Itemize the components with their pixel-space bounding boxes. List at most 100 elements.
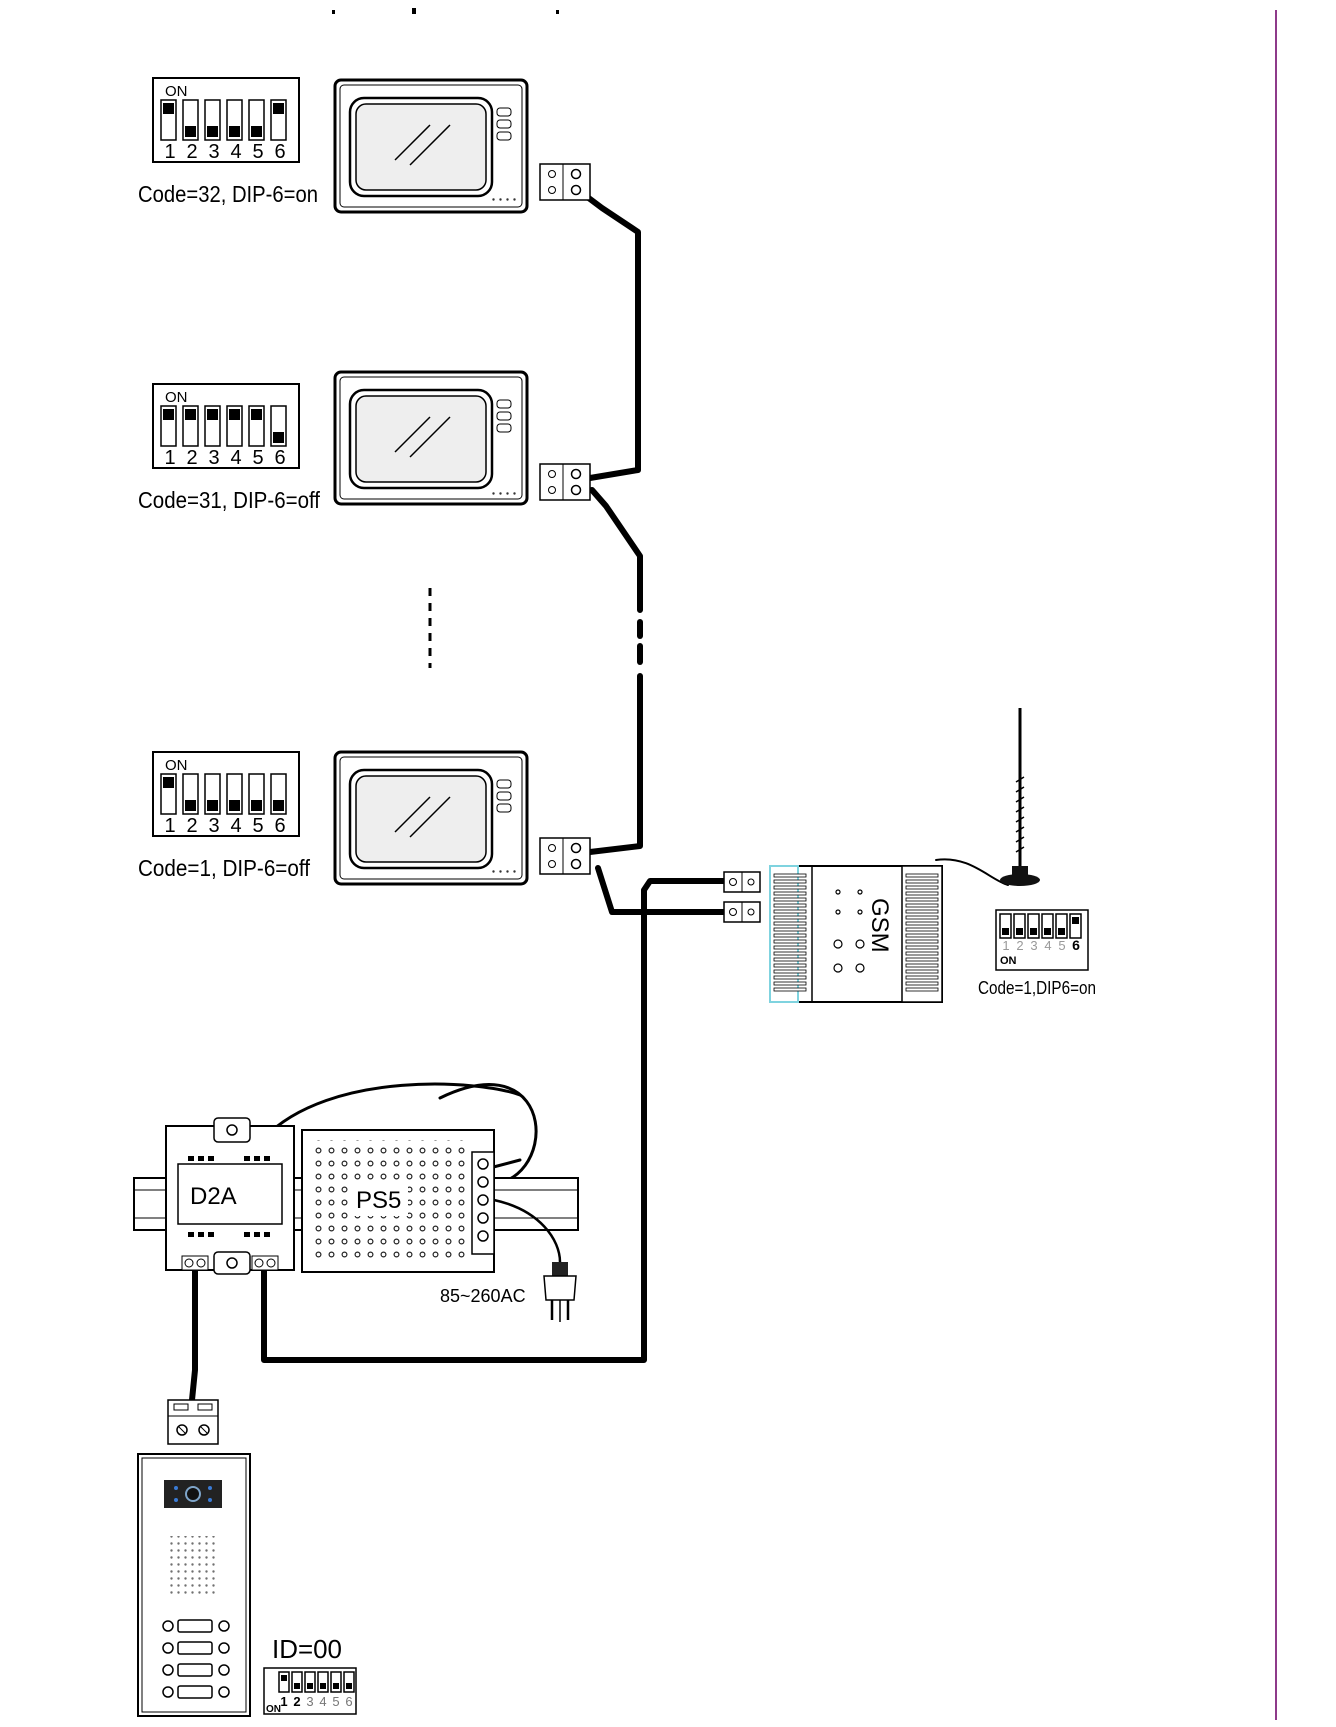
monitor-3-dip-slots [160,773,287,815]
ps5-terminal-block [471,1151,495,1255]
dip-number: 2 [186,447,197,469]
monitor-unit-2 [333,370,591,506]
dip-knob-off [207,126,218,137]
dip-number: 5 [1058,938,1065,953]
dip-number: 2 [186,815,197,837]
heatsink-fin [905,873,939,878]
heatsink-fin [905,933,939,938]
monitor-3-terminal [539,837,591,875]
heatsink-fin [905,915,939,920]
heatsink-fin [773,885,807,890]
heatsink-fin [905,939,939,944]
gsm-left-fins [773,873,807,992]
heatsink-fin [773,945,807,950]
distributor-label: D2A [190,1183,237,1210]
monitor-1-dip-slots [160,99,287,141]
dip-knob-off [320,1683,326,1689]
dip-number: 3 [306,1694,313,1709]
heatsink-fin [773,951,807,956]
gsm-dip-numbers: 1 2 3 4 5 6 [1002,937,1080,953]
monitor-2-dip-numbers: 1 2 3 4 5 6 [164,447,285,469]
heatsink-fin [905,909,939,914]
dip-number: 3 [208,815,219,837]
heatsink-fin [905,975,939,980]
heatsink-fin [905,885,939,890]
dip-number: 4 [230,447,241,469]
top-clipped-marks [332,8,559,14]
dip-slot [1027,913,1040,939]
dip-slot [1041,913,1054,939]
door-station-id-label: ID=00 [272,1634,342,1664]
heatsink-fin [905,891,939,896]
dip-number: 2 [293,1694,300,1709]
monitor-1-code-label: Code=32, DIP-6=on [138,181,318,207]
door-dip-on-label: ON [266,1704,281,1715]
heatsink-fin [905,981,939,986]
dip-number: 5 [252,447,263,469]
dip-number: 4 [319,1694,326,1709]
gsm-label: GSM [866,898,893,953]
dip-number: 6 [1072,937,1080,953]
monitor-unit-3 [333,750,591,886]
dip-knob-off [1058,928,1065,935]
dip-knob-off [185,800,196,811]
door-dip-slots [278,1671,355,1693]
gsm-module: GSM [723,865,943,1003]
dip-knob-off [1002,928,1009,935]
heatsink-fin [773,921,807,926]
heatsink-fin [773,891,807,896]
monitor-1-terminal [539,163,591,201]
door-station-dip-switch: ON 1 2 3 4 5 6 [263,1667,357,1715]
monitor-1-dip-numbers: 1 2 3 4 5 6 [164,141,285,163]
dip-knob-off [207,800,218,811]
monitor-2-dip-on-label: ON [165,389,188,406]
heatsink-fin [905,921,939,926]
dip-number: 2 [186,141,197,163]
heatsink-fin [773,939,807,944]
heatsink-fin [905,879,939,884]
dip-knob-on [281,1675,287,1681]
dip-knob-off [346,1683,352,1689]
heatsink-fin [773,963,807,968]
dip-knob-off [1044,928,1051,935]
monitor-1-dip-on-label: ON [165,83,188,100]
dip-number: 1 [164,447,175,469]
power-input-label: 85~260AC [440,1286,526,1306]
monitor-2-dip-slots [160,405,287,447]
dip-number: 3 [1030,938,1037,953]
monitor-3-dip-on-label: ON [165,757,188,774]
heatsink-fin [773,981,807,986]
heatsink-fin [773,927,807,932]
monitor-1-dip-switch: ON 1 2 3 4 5 6 [152,77,300,163]
heatsink-fin [905,957,939,962]
dip-number: 5 [252,141,263,163]
door-station-call-buttons [162,1619,230,1699]
monitor-3-dip-numbers: 1 2 3 4 5 6 [164,815,285,837]
dip-number: 1 [164,815,175,837]
heatsink-fin [905,903,939,908]
dip-number: 1 [1002,938,1009,953]
heatsink-fin [773,975,807,980]
heatsink-fin [905,945,939,950]
gsm-leds [833,889,865,973]
dip-slot [304,1671,316,1693]
dip-knob-on [207,409,218,420]
dip-number: 4 [1044,938,1051,953]
power-supply-ps5: PS5 [301,1129,495,1273]
dip-knob-off [294,1683,300,1689]
dip-knob-off [229,126,240,137]
heatsink-fin [905,963,939,968]
dip-knob-on [163,409,174,420]
dip-slot [317,1671,329,1693]
dip-slot [1013,913,1026,939]
dip-number: 2 [1016,938,1023,953]
heatsink-fin [773,987,807,992]
heatsink-fin [905,951,939,956]
gsm-dip-switch: 1 2 3 4 5 6 ON [995,909,1089,971]
monitor-unit-1 [333,78,591,214]
door-dip-numbers: 1 2 3 4 5 6 [280,1694,352,1709]
power-supply-label: PS5 [356,1187,401,1214]
monitor-2-code-label: Code=31, DIP-6=off [138,487,321,513]
distributor-d2a: D2A [165,1117,295,1275]
dip-knob-on [185,409,196,420]
